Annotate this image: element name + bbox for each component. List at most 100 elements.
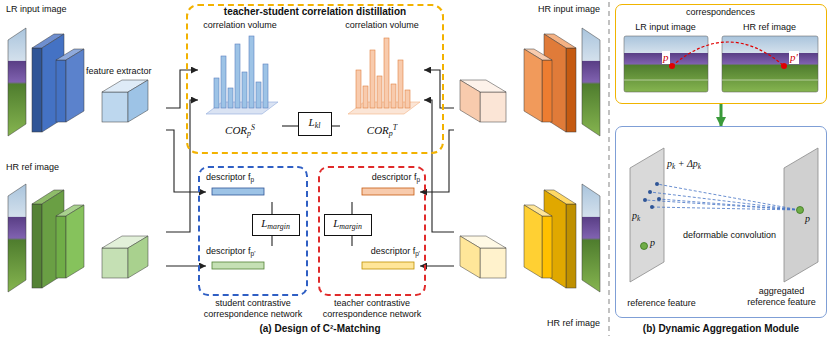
panel-title: teacher-student correlation distillation	[186, 6, 444, 18]
connector	[282, 125, 298, 126]
point-dot	[669, 63, 675, 69]
feature-map	[480, 248, 506, 278]
hr-ref-branch: HR ref image	[2, 158, 166, 308]
input-image	[8, 28, 26, 136]
point-dot	[797, 207, 804, 214]
loss-box: Lmargin	[252, 214, 300, 236]
feature-layer	[56, 216, 66, 278]
sample-point	[657, 197, 661, 201]
subscript: k	[698, 163, 701, 171]
volume-bar	[214, 78, 219, 108]
input-image	[582, 184, 600, 292]
descriptor-label: descriptor fp'	[346, 246, 420, 257]
connector	[351, 202, 352, 214]
loss-box: Lmargin	[324, 214, 372, 236]
point-dot	[781, 63, 787, 69]
volume-bar	[221, 56, 226, 108]
point-label: p	[805, 213, 810, 225]
lr-photo	[624, 36, 708, 92]
image-title: HR ref image	[6, 162, 96, 173]
feature-map	[128, 80, 148, 122]
feature-layer	[66, 205, 84, 278]
feature-map	[460, 80, 480, 122]
volume-bar	[405, 90, 410, 108]
descriptor-label: descriptor fp	[346, 172, 420, 183]
feature-map	[480, 92, 506, 122]
feature-layer	[32, 48, 42, 132]
teacher-correlation-volume	[348, 38, 420, 114]
volume-bar	[391, 84, 396, 108]
subscript: k	[637, 215, 640, 223]
volume-bar	[384, 38, 389, 108]
subscript: kl	[315, 121, 321, 130]
student-ref-stack	[8, 184, 148, 292]
module-label: feature extractor	[86, 66, 166, 77]
correlation-volume: correlation volumeCORpS	[198, 20, 282, 138]
teacher-input-stack	[460, 28, 600, 136]
image-title: LR input image	[620, 22, 712, 33]
loss-box: Lkl	[298, 112, 332, 136]
input-image	[582, 28, 600, 136]
math-symbol: CORpS	[198, 124, 282, 138]
panel-caption: student contrastive correspondence netwo…	[192, 298, 314, 320]
field-line	[624, 80, 708, 81]
descriptor: descriptor fp	[206, 172, 278, 202]
volume-label: correlation volume	[198, 20, 282, 31]
volume-bar	[370, 50, 375, 108]
subscript: p'	[415, 250, 420, 257]
hr-input-branch: HR input image	[454, 2, 604, 154]
feature-layer	[542, 216, 552, 278]
feature-label: aggregated reference feature	[740, 286, 824, 308]
point-dot	[641, 243, 648, 250]
operation-label: deformable convolution	[675, 230, 785, 241]
offset-label: pk + Δpk	[667, 158, 701, 171]
subscript: p	[247, 129, 251, 138]
feature-label: reference feature	[620, 298, 704, 309]
subscript: p	[416, 176, 420, 183]
volume-bar	[235, 44, 240, 108]
subscript: k	[672, 163, 675, 171]
volume-bar	[249, 36, 254, 108]
volume-bar	[263, 64, 268, 108]
aggregation-panel: deformable convolution reference feature a…	[615, 126, 827, 318]
sampling-line	[657, 184, 800, 210]
connector	[424, 70, 454, 108]
hr-photo	[722, 36, 818, 92]
feature-map	[460, 236, 480, 278]
hr-ref-teacher-branch: HR ref image	[454, 158, 604, 334]
student-lr-stack	[8, 28, 148, 136]
loss-symbol: Lmargin	[325, 217, 370, 231]
volume-bar	[228, 88, 233, 108]
subscript: p	[389, 129, 393, 138]
connector	[166, 100, 198, 232]
feature-layer	[524, 49, 542, 122]
input-image	[8, 184, 26, 292]
descriptor-bar	[212, 262, 264, 269]
connector	[271, 202, 272, 214]
connector	[166, 70, 198, 108]
feature-layer	[66, 49, 84, 122]
superscript: T	[393, 123, 397, 132]
image-title: HR ref image	[718, 22, 822, 33]
subscript: margin	[339, 222, 362, 231]
image-title: HR ref image	[504, 318, 600, 329]
panel-caption: teacher contrastive correspondence netwo…	[312, 298, 432, 320]
connector	[332, 125, 340, 126]
feature-layer	[56, 60, 66, 122]
sampling-line	[650, 192, 800, 210]
connector	[271, 236, 272, 246]
volume-bar	[363, 86, 368, 108]
feature-layer	[524, 205, 542, 278]
aggregated-slab	[784, 148, 818, 282]
connector	[166, 265, 206, 266]
field-line	[722, 80, 818, 81]
descriptor-label: descriptor fp	[206, 172, 278, 183]
point-label: p'	[789, 51, 799, 64]
math-symbol: CORpT	[340, 124, 424, 138]
point-label: p	[662, 51, 670, 64]
teacher-network-panel: teacher contrastive correspondence netwo…	[318, 166, 426, 296]
volume-bar	[256, 82, 261, 108]
descriptor-bar	[362, 262, 414, 269]
